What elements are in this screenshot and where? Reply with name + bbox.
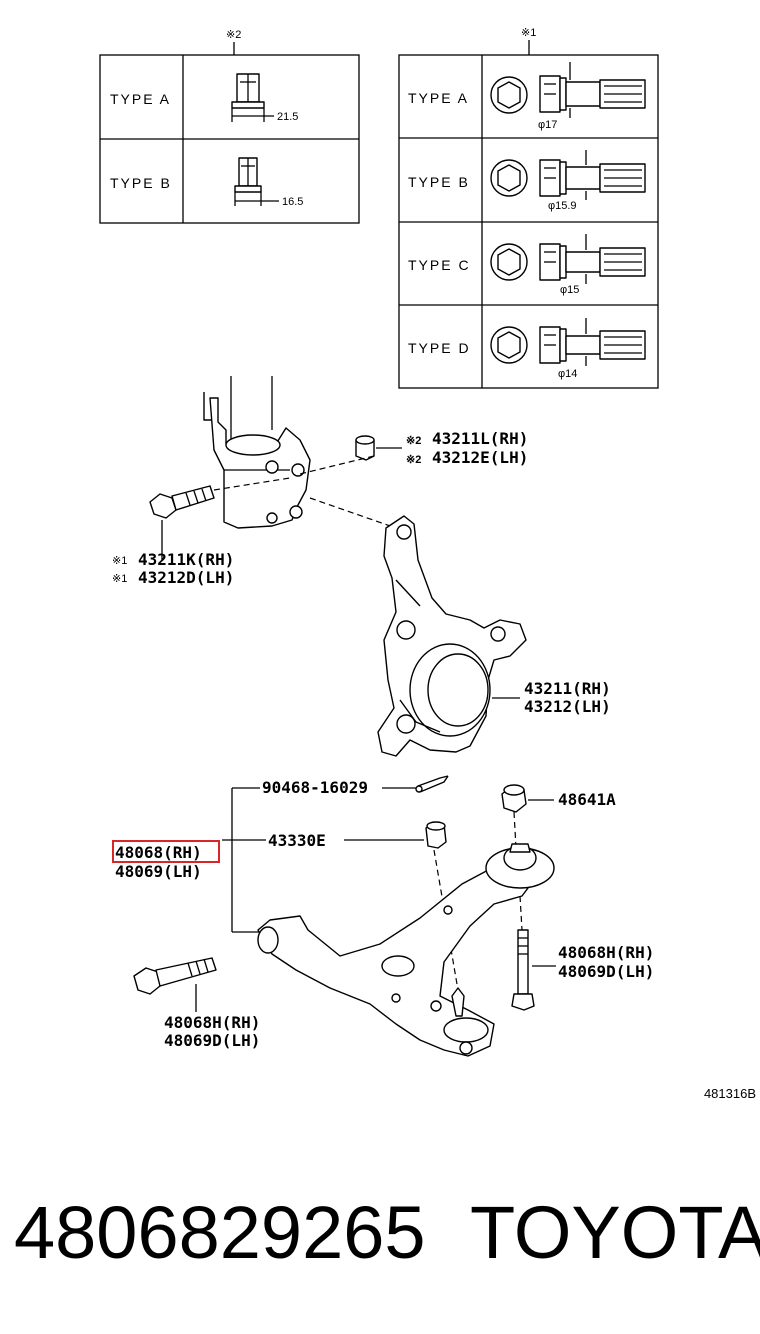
table-left-row-b-type: TYPE B [110, 175, 172, 191]
strut-illustration [203, 376, 311, 529]
bolt-rh-code: 43211K(RH) [138, 550, 234, 569]
arm-nut-code: 43330E [268, 831, 326, 850]
vertical-bolt-icon [511, 929, 556, 1011]
table-right-row-d-type: TYPE D [408, 340, 471, 356]
lbolt-rh-code: 48068H(RH) [164, 1013, 260, 1032]
brand-name: TOYOTA [470, 1191, 760, 1274]
diagram-reference: 481316B [703, 1086, 756, 1101]
table-right-row-b-type: TYPE B [408, 174, 470, 190]
bolt-rh-mark: ※1 [112, 555, 127, 567]
table-left-row-a-type: TYPE A [110, 91, 171, 107]
table-right-row-c-dim: φ15 [560, 284, 579, 296]
flange-nut-b-icon [234, 157, 279, 206]
nut-lh-code: 43212E(LH) [432, 448, 528, 467]
cotter-pin-icon [415, 775, 449, 793]
rbolt-lh-code: 48069D(LH) [558, 962, 654, 981]
hub-bolt-b-icon [490, 150, 646, 200]
table-left-row-b-dim: 16.5 [282, 196, 303, 208]
nut-lh-mark: ※2 [406, 454, 421, 466]
strut-bolt-icon [149, 485, 215, 560]
lower-control-arm-illustration [257, 843, 555, 1057]
nut-rh-mark: ※2 [406, 435, 421, 447]
ball-nut-code: 48641A [558, 790, 616, 809]
nut-rh-code: 43211L(RH) [432, 429, 528, 448]
castle-nut-icon [425, 821, 447, 849]
cotter-pin-code: 90468-16029 [262, 778, 368, 797]
table-right-row-c-type: TYPE C [408, 257, 471, 273]
bolt-lh-code: 43212D(LH) [138, 568, 234, 587]
flange-nut-a-icon [231, 73, 274, 122]
table-right-row-a-dim: φ17 [538, 119, 557, 131]
table-right-mark: ※1 [521, 27, 536, 39]
assembly-bracket [222, 787, 424, 933]
svg-text:※2: ※2 [406, 435, 421, 447]
selected-part-highlight [112, 840, 220, 863]
table-right-row-b-dim: φ15.9 [548, 200, 577, 212]
arm-rh-code: 48068(RH) [115, 843, 202, 862]
table-left-mark: ※2 [226, 29, 241, 41]
svg-text:※2: ※2 [406, 454, 421, 466]
hub-bolt-c-icon [490, 234, 646, 284]
part-number: 4806829265 [14, 1191, 426, 1274]
fastener-table-right: ※1 TYPE A TYPE B TYPE C TYPE D φ17 [398, 27, 659, 389]
hub-bolt-d-icon [490, 318, 646, 366]
rbolt-rh-code: 48068H(RH) [558, 943, 654, 962]
steering-knuckle-illustration [377, 515, 527, 757]
ball-joint-nut-icon [501, 784, 554, 813]
hub-bolt-a-icon [490, 62, 646, 118]
table-left-row-a-dim: 21.5 [277, 111, 298, 123]
arm-lh-code: 48069(LH) [115, 862, 202, 881]
lbolt-lh-code: 48069D(LH) [164, 1031, 260, 1050]
knuckle-lh-code: 43212(LH) [524, 697, 611, 716]
knuckle-rh-code: 43211(RH) [524, 679, 611, 698]
bolt-lh-mark: ※1 [112, 573, 127, 585]
fastener-table-left: ※2 TYPE A TYPE B 21.5 16.5 [99, 29, 360, 224]
strut-nut-icon [355, 435, 402, 461]
table-right-row-d-dim: φ14 [558, 368, 577, 380]
table-right-row-a-type: TYPE A [408, 90, 469, 106]
horizontal-bolt-icon [133, 957, 217, 1012]
